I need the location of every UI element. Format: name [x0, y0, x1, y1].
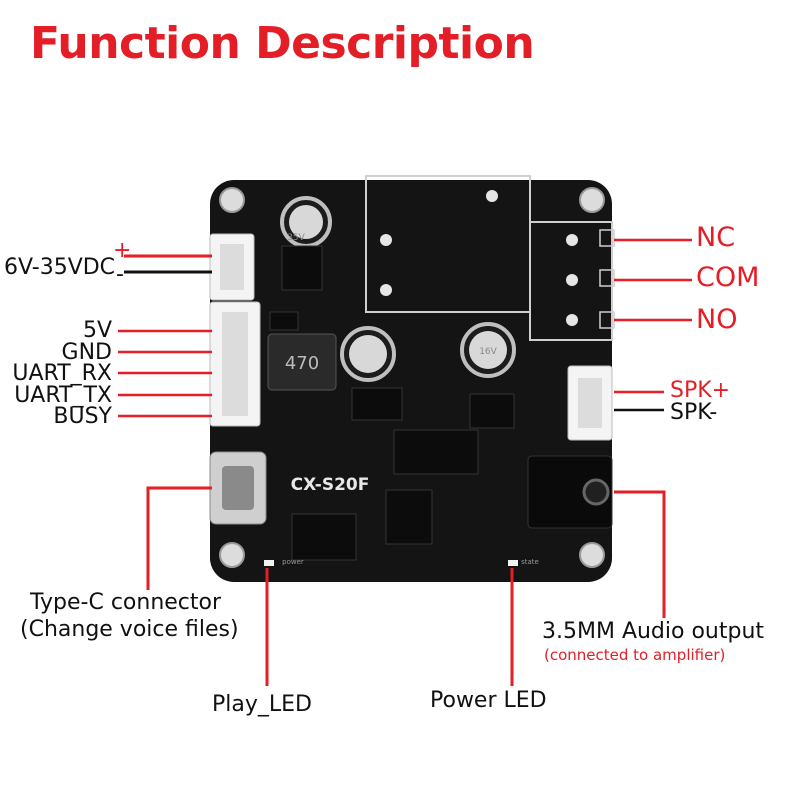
mount-hole: [219, 187, 245, 213]
label-play-led: Play_LED: [212, 692, 312, 717]
relay-terminal-outline: [529, 221, 613, 341]
label-uart-tx: UART_TX: [14, 383, 112, 408]
inductor-silk: 470: [285, 353, 319, 374]
mount-hole: [579, 542, 605, 568]
label-audio-output: 3.5MM Audio output: [542, 619, 765, 644]
mount-hole: [219, 542, 245, 568]
label-nc: NC: [696, 222, 736, 253]
play-led: [264, 560, 274, 566]
silk-power: power: [282, 558, 304, 566]
cap-silk: 35V: [287, 233, 305, 243]
label-power-in: 6V-35VDC: [4, 255, 116, 280]
chip: [291, 513, 357, 561]
label-audio-note: (connected to amplifier): [544, 646, 726, 664]
label-5v: 5V: [82, 318, 112, 343]
label-power-led: Power LED: [430, 688, 547, 713]
page-title: Function Description: [30, 18, 535, 69]
inductor: [267, 333, 337, 391]
label-typec: Type-C connector: [30, 590, 222, 615]
board-model: CX-S20F: [291, 475, 370, 495]
chip: [385, 489, 433, 545]
label-plus: +: [113, 238, 132, 263]
label-minus: -: [116, 262, 124, 287]
label-no: NO: [696, 304, 738, 335]
chip: [351, 387, 403, 421]
mount-hole: [579, 187, 605, 213]
cap-silk: 16V: [479, 347, 497, 357]
chip: [393, 429, 479, 475]
label-spk-minus: SPK-: [670, 400, 718, 425]
label-typec-note: (Change voice files): [20, 617, 239, 642]
audio-jack: [527, 455, 613, 529]
label-gnd: GND: [61, 340, 112, 365]
label-spk-plus: SPK+: [670, 378, 731, 403]
power-led-component: [508, 560, 518, 566]
label-uart-rx: UART_RX: [12, 361, 112, 386]
label-busy: BUSY: [53, 404, 112, 429]
silk-state: state: [521, 558, 539, 566]
label-com: COM: [696, 262, 760, 293]
